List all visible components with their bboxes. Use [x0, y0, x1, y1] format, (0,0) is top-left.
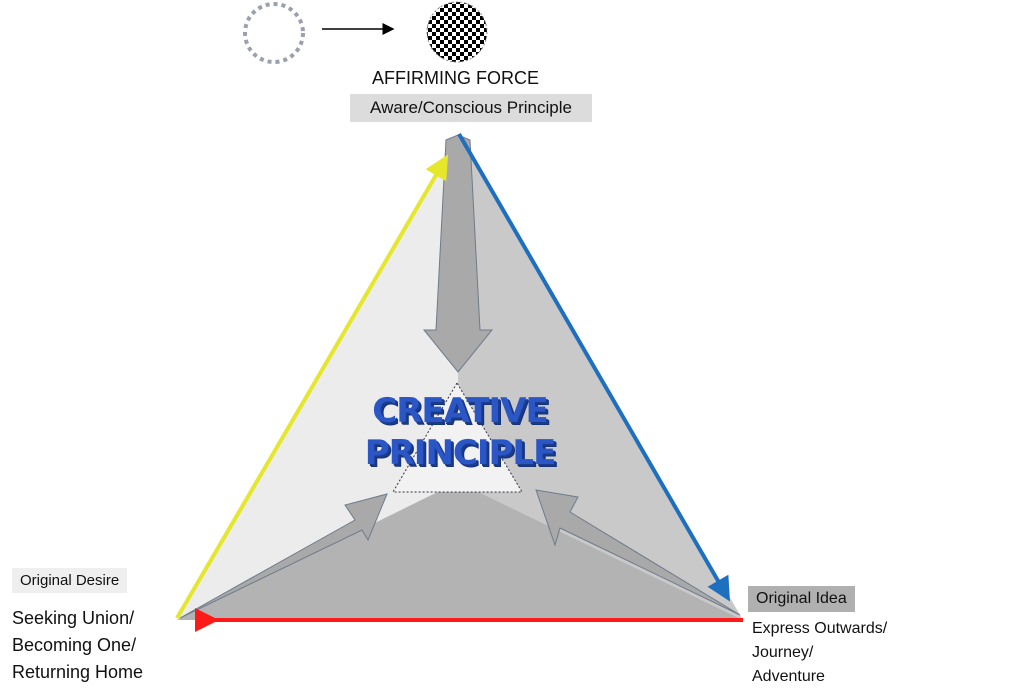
inner-triangle — [392, 382, 523, 493]
idea-line: Journey/ — [752, 644, 814, 661]
idea-line: Express Outwards/ — [752, 620, 888, 637]
arrow-left-up — [179, 493, 388, 619]
original-desire-label: Original Desire — [12, 568, 128, 593]
idea-line: Adventure — [752, 668, 825, 685]
affirming-force-title: AFFIRMING FORCE — [372, 68, 539, 88]
aware-principle-label: Aware/Conscious Principle — [350, 94, 592, 122]
original-idea-label: Original Idea — [748, 586, 855, 612]
desire-line: Becoming One/ — [12, 635, 137, 655]
bottom-face — [177, 482, 743, 620]
desire-line: Seeking Union/ — [12, 608, 135, 628]
dotted-circle-icon — [243, 2, 305, 64]
right-edge-arrow — [457, 132, 731, 602]
arrow-right-up — [535, 489, 741, 616]
original-desire-text: Seeking Union/ Becoming One/ Returning H… — [12, 605, 143, 686]
principle-line: PRINCIPLE — [364, 433, 557, 473]
creative-principle-title: CREATIVE PRINCIPLE — [360, 390, 560, 474]
original-idea-text: Express Outwards/ Journey/ Adventure — [752, 617, 887, 689]
left-edge-arrow — [175, 154, 449, 620]
creative-line: CREATIVE — [372, 391, 548, 431]
checkered-circle-icon — [426, 1, 488, 63]
arrow-down — [422, 134, 494, 373]
desire-line: Returning Home — [12, 662, 144, 682]
